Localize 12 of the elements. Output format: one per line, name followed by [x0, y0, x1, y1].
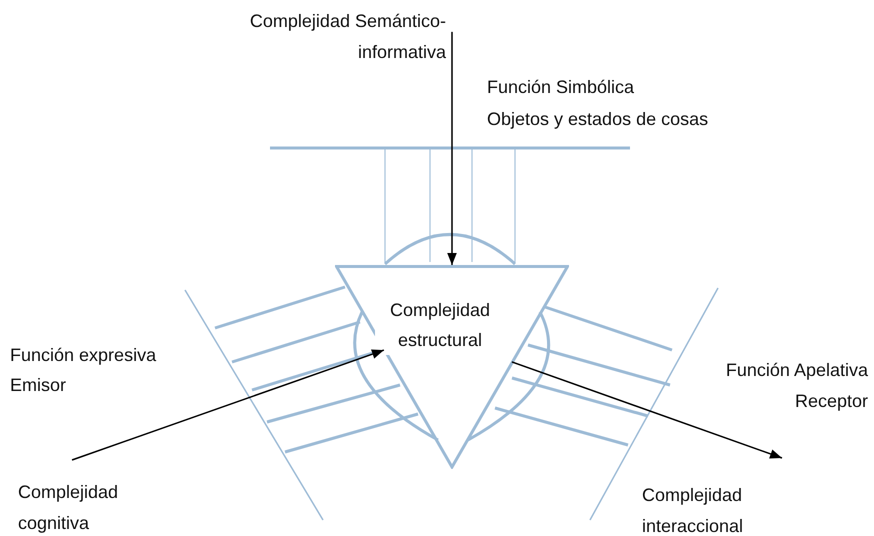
- function-label: Función Apelativa: [726, 359, 868, 382]
- function-label: Emisor: [10, 374, 66, 397]
- node-label: Complejidad Semántico-informativa: [248, 10, 447, 64]
- arrow: [72, 349, 384, 461]
- function-label: Receptor: [794, 390, 868, 413]
- function-label: Objetos y estados de cosas: [487, 108, 708, 131]
- arrow: [512, 361, 782, 459]
- function-label: Función Simbólica: [487, 76, 634, 99]
- function-label: Función expresiva: [10, 344, 156, 367]
- node-label: Complejidad interaccional: [642, 484, 744, 536]
- node-label: Complejidad cognitiva: [18, 481, 120, 535]
- arrow: [447, 32, 457, 265]
